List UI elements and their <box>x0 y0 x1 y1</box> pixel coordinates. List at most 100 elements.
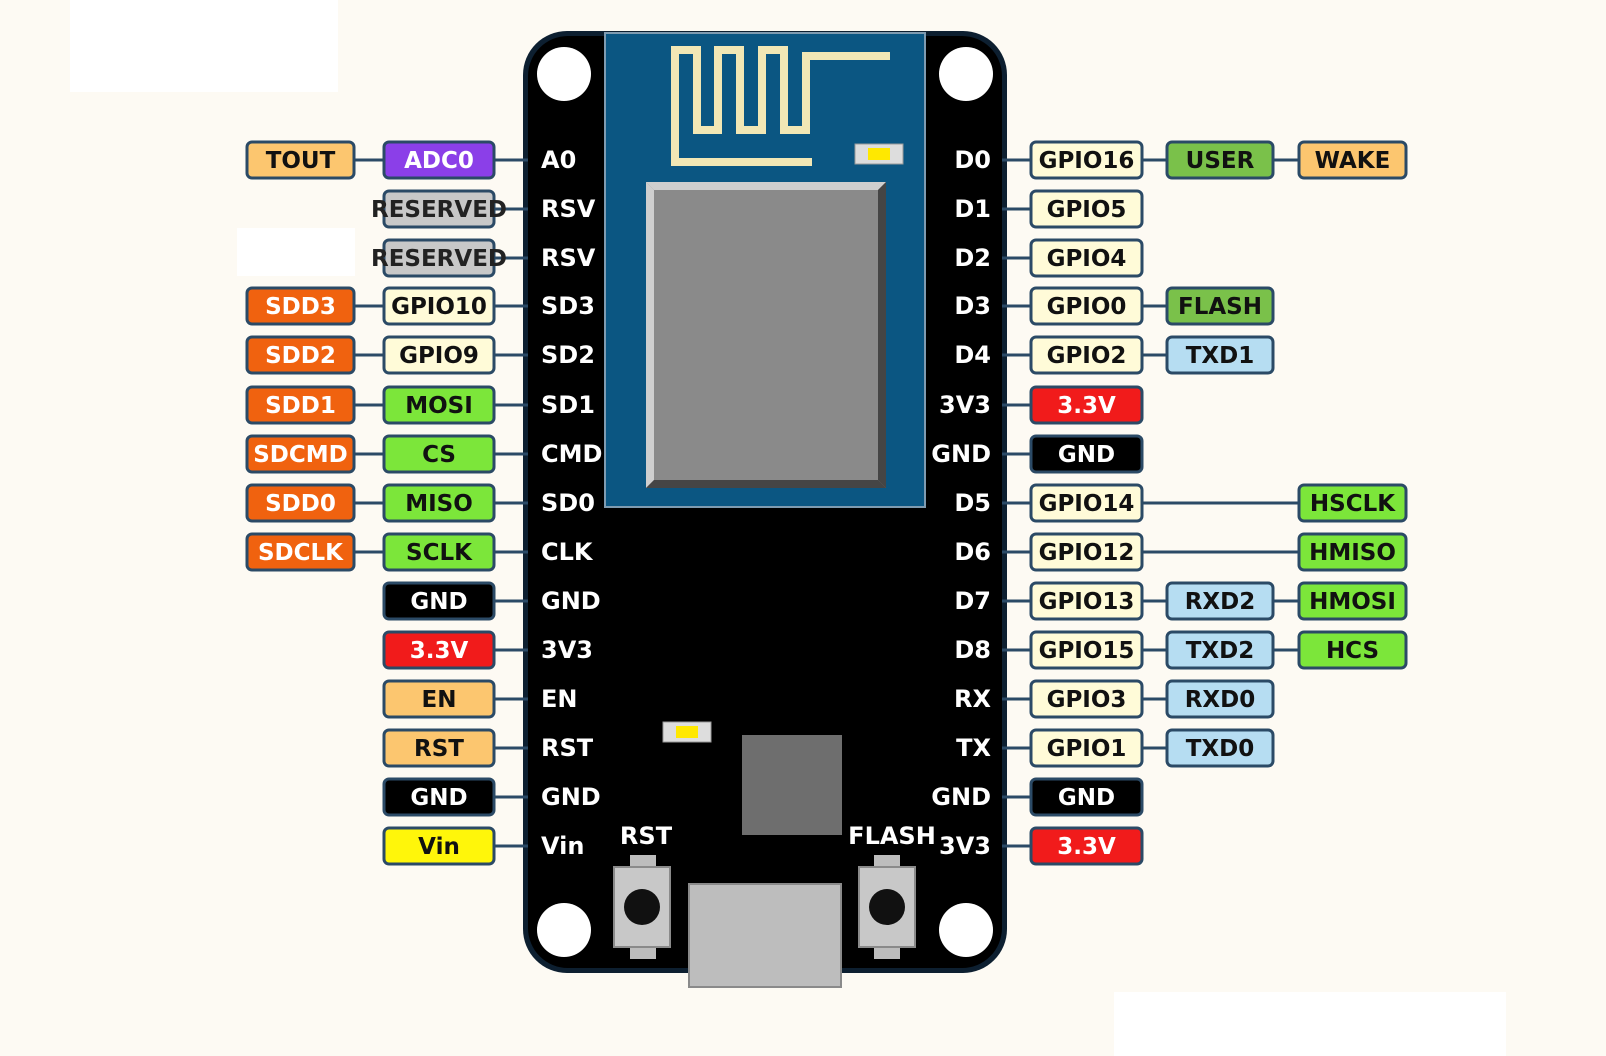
pin-label-text: RXD2 <box>1185 589 1256 615</box>
pin-label-text: GND <box>1058 442 1115 468</box>
pin-label-en: EN <box>382 679 496 719</box>
pin-label-reserved: RESERVED <box>371 238 507 278</box>
board-pin-sd1: SD1 <box>541 391 595 419</box>
pin-label-text: GPIO16 <box>1039 148 1135 174</box>
pin-label-text: 3.3V <box>410 638 469 664</box>
board-pin-a0: A0 <box>541 146 576 174</box>
pin-label-text: SDD0 <box>265 491 336 517</box>
pin-label-text: SDCMD <box>253 442 348 468</box>
pin-label-text: GND <box>1058 785 1115 811</box>
pin-label-rxd2: RXD2 <box>1165 581 1275 621</box>
pin-label-wake: WAKE <box>1297 140 1408 180</box>
blank-patch-bottom <box>1114 992 1506 1056</box>
pin-label-gpio0: GPIO0 <box>1029 286 1144 326</box>
board: RST FLASH <box>523 31 1007 988</box>
pin-label-hmosi: HMOSI <box>1297 581 1408 621</box>
pin-label-miso: MISO <box>382 483 496 523</box>
pin-label-text: TXD0 <box>1186 736 1255 762</box>
board-pin-rst: RST <box>541 734 594 762</box>
pin-label-text: TOUT <box>266 148 336 174</box>
pin-label-txd0: TXD0 <box>1165 728 1275 768</box>
pin-label-text: CS <box>422 442 456 468</box>
pin-label-text: GPIO14 <box>1039 491 1135 517</box>
pin-label-gpio9: GPIO9 <box>382 335 496 375</box>
pin-label-text: GPIO0 <box>1047 294 1127 320</box>
pin-label-text: WAKE <box>1315 148 1391 174</box>
pin-label-gpio2: GPIO2 <box>1029 335 1144 375</box>
pin-label-text: GPIO15 <box>1039 638 1135 664</box>
pin-label-hcs: HCS <box>1297 630 1408 670</box>
pin-label-gnd: GND <box>382 777 496 817</box>
pin-label-gpio3: GPIO3 <box>1029 679 1144 719</box>
pin-label-gnd: GND <box>1029 434 1144 474</box>
pin-label-text: GND <box>410 785 467 811</box>
antenna-trace-icon <box>671 46 890 166</box>
pin-label-cs: CS <box>382 434 496 474</box>
pin-label-text: RESERVED <box>371 246 507 272</box>
board-pin-d0: D0 <box>954 146 991 174</box>
board-pin-d4: D4 <box>954 341 991 369</box>
board-pin-d5: D5 <box>954 489 991 517</box>
mounting-hole <box>939 903 993 957</box>
pin-label-text: GPIO9 <box>399 343 479 369</box>
pin-label-text: GPIO3 <box>1047 687 1127 713</box>
pin-label-txd2: TXD2 <box>1165 630 1275 670</box>
pin-label-text: SDCLK <box>258 540 344 566</box>
board-pin-3v3: 3V3 <box>939 832 991 860</box>
pin-label-text: MOSI <box>405 393 473 419</box>
rst-button[interactable] <box>613 855 671 959</box>
usb-connector <box>688 883 842 988</box>
pin-label-gpio4: GPIO4 <box>1029 238 1144 278</box>
mounting-hole <box>537 903 591 957</box>
pin-label-text: RXD0 <box>1185 687 1256 713</box>
board-pin-clk: CLK <box>541 538 594 566</box>
pin-label-adc0: ADC0 <box>382 140 496 180</box>
pin-label-text: GPIO2 <box>1047 343 1127 369</box>
pin-label-3-3v: 3.3V <box>382 630 496 670</box>
pin-label-sdd3: SDD3 <box>245 286 356 326</box>
pin-label-sclk: SCLK <box>382 532 496 572</box>
board-pin-rsv: RSV <box>541 195 596 223</box>
pin-label-gnd: GND <box>382 581 496 621</box>
pin-label-mosi: MOSI <box>382 385 496 425</box>
board-pin-gnd: GND <box>541 783 601 811</box>
board-pin-d7: D7 <box>954 587 991 615</box>
pin-label-text: ADC0 <box>404 148 474 174</box>
board-pin-gnd: GND <box>931 440 991 468</box>
pin-label-text: 3.3V <box>1057 393 1116 419</box>
board-pin-rsv: RSV <box>541 244 596 272</box>
pin-label-hmiso: HMISO <box>1297 532 1408 572</box>
flash-button[interactable] <box>858 855 916 959</box>
wifi-module <box>604 32 926 508</box>
pin-label-gpio13: GPIO13 <box>1029 581 1144 621</box>
board-pin-vin: Vin <box>541 832 584 860</box>
board-pin-d2: D2 <box>954 244 991 272</box>
pin-label-tout: TOUT <box>245 140 356 180</box>
pin-label-text: EN <box>422 687 457 713</box>
mounting-hole <box>939 47 993 101</box>
board-pin-3v3: 3V3 <box>541 636 593 664</box>
board-pin-tx: TX <box>956 734 991 762</box>
pin-label-hsclk: HSCLK <box>1297 483 1408 523</box>
pin-label-user: USER <box>1165 140 1275 180</box>
pin-label-text: GPIO12 <box>1039 540 1135 566</box>
board-pin-gnd: GND <box>541 587 601 615</box>
board-pin-sd3: SD3 <box>541 292 595 320</box>
pin-label-rst: RST <box>382 728 496 768</box>
pin-label-text: GPIO13 <box>1039 589 1135 615</box>
pin-label-text: GPIO10 <box>391 294 487 320</box>
pin-label-text: HMISO <box>1309 540 1396 566</box>
board-pin-d6: D6 <box>954 538 991 566</box>
pin-label-text: TXD1 <box>1186 343 1255 369</box>
pin-label-rxd0: RXD0 <box>1165 679 1275 719</box>
chip <box>646 182 886 488</box>
pin-label-gpio5: GPIO5 <box>1029 189 1144 229</box>
board-pin-d3: D3 <box>954 292 991 320</box>
pin-label-gpio1: GPIO1 <box>1029 728 1144 768</box>
pin-label-text: SCLK <box>406 540 473 566</box>
pin-label-text: GPIO5 <box>1047 197 1127 223</box>
pin-label-text: SDD3 <box>265 294 336 320</box>
pin-label-vin: Vin <box>382 826 496 866</box>
board-pin-sd0: SD0 <box>541 489 595 517</box>
